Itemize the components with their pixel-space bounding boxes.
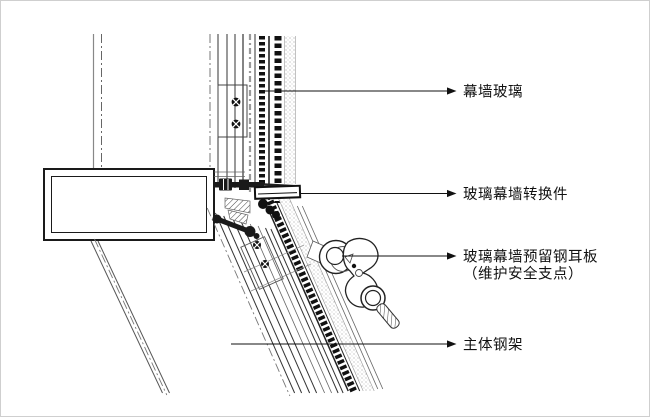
steel-beam-box [43,168,215,241]
hatched-gusset [224,197,251,214]
transition-assembly [212,171,302,239]
sloped-splice-plate [240,236,284,290]
transition-piece [253,184,302,200]
arrowhead-glass [447,87,457,95]
sloped-steel-frame [90,196,384,397]
lanyard-strap [376,303,400,329]
vertical-curtain-wall-section [209,34,296,203]
label-main-steel-frame: 主体钢架 [463,337,523,354]
mullion-fixing-plate [217,84,248,138]
arrowhead-frame [447,340,457,348]
label-ear-plate-line1: 玻璃幕墙预留钢耳板 [463,248,598,266]
label-ear-plate-line2: （维护安全支点） [463,265,583,283]
arrowhead-ear-plate [447,252,457,260]
annotations: 幕墙玻璃 玻璃幕墙转换件 玻璃幕墙预留钢耳板 （维护安全支点） 主体钢架 [463,84,598,354]
glass-cavity-stipple [284,36,296,184]
leader-lines [231,87,457,348]
arrowhead-transition [447,189,457,198]
label-curtain-wall-glass: 幕墙玻璃 [463,84,523,101]
upper-steel-column [92,34,102,169]
label-transition-piece: 玻璃幕墙转换件 [463,186,568,203]
sloped-glass-stipple [277,197,375,391]
